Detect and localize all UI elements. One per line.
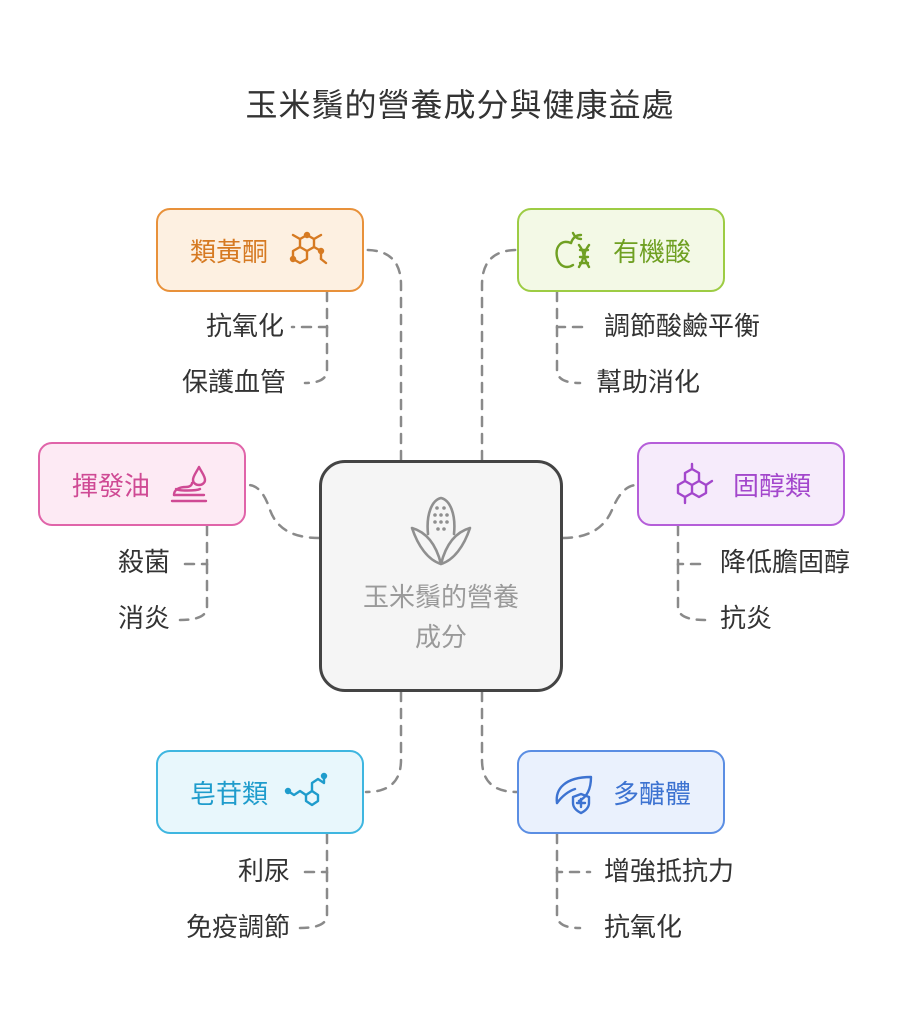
chain-molecule-icon bbox=[284, 772, 328, 807]
connector-organic-acids bbox=[480, 248, 519, 462]
leaf-organic-2: 幫助消化 bbox=[596, 368, 701, 398]
connector-volatile-oil bbox=[246, 483, 321, 540]
center-label: 玉米鬚的營養成分 bbox=[362, 583, 519, 653]
node-sterols: 固醇類 bbox=[637, 442, 845, 526]
node-sterols-label: 固醇類 bbox=[732, 471, 811, 502]
leaf-flavonoids-2: 保護血管 bbox=[181, 368, 286, 398]
node-saponins-label: 皂苷類 bbox=[189, 779, 268, 810]
leaf-shield-icon bbox=[555, 775, 593, 815]
node-flavonoids: 類黃酮 bbox=[156, 208, 364, 292]
leaf-poly-1: 增強抵抗力 bbox=[604, 857, 735, 887]
leaf-connector-saponins-2 bbox=[298, 870, 329, 930]
apple-dna-icon bbox=[555, 231, 591, 269]
leaf-connector-organic-2 bbox=[555, 325, 582, 385]
connector-polysaccharides bbox=[480, 690, 519, 794]
center-node: 玉米鬚的營養成分 bbox=[319, 460, 563, 692]
connector-flavonoids bbox=[364, 248, 403, 462]
oil-drop-icon bbox=[170, 465, 208, 503]
diagram-title: 玉米鬚的營養成分與健康益處 bbox=[245, 86, 675, 124]
leaf-connector-sterols-1 bbox=[676, 524, 710, 566]
leaf-connector-poly-2 bbox=[555, 870, 582, 930]
leaf-poly-2: 抗氧化 bbox=[604, 913, 683, 943]
molecule-icon bbox=[289, 231, 328, 265]
connector-saponins bbox=[364, 690, 403, 794]
node-volatile-oil-label: 揮發油 bbox=[71, 471, 150, 502]
node-flavonoids-label: 類黃酮 bbox=[189, 237, 268, 268]
leaf-organic-1: 調節酸鹼平衡 bbox=[604, 312, 761, 342]
leaf-connector-oil-2 bbox=[178, 562, 209, 622]
leaf-sterols-2: 抗炎 bbox=[720, 604, 773, 634]
connector-sterols bbox=[561, 483, 639, 540]
leaf-connector-flavonoids-1 bbox=[290, 290, 329, 329]
node-organic-acids-label: 有機酸 bbox=[612, 237, 691, 268]
leaf-connector-oil-1 bbox=[178, 524, 209, 566]
leaf-saponins-1: 利尿 bbox=[237, 857, 290, 887]
leaf-oil-1: 殺菌 bbox=[117, 548, 170, 578]
leaf-connector-organic-1 bbox=[555, 290, 592, 329]
leaf-connector-saponins-1 bbox=[298, 832, 329, 874]
leaf-connector-poly-1 bbox=[555, 832, 592, 874]
node-organic-acids: 有機酸 bbox=[517, 208, 725, 292]
leaf-flavonoids-1: 抗氧化 bbox=[205, 312, 284, 342]
steroid-ring-icon bbox=[676, 462, 714, 505]
node-polysaccharides-label: 多醣體 bbox=[612, 779, 691, 810]
leaf-connector-sterols-2 bbox=[676, 562, 707, 622]
leaf-oil-2: 消炎 bbox=[117, 604, 170, 634]
node-polysaccharides: 多醣體 bbox=[517, 750, 725, 834]
node-volatile-oil: 揮發油 bbox=[38, 442, 246, 526]
leaf-connector-flavonoids-2 bbox=[303, 325, 329, 385]
leaf-sterols-1: 降低膽固醇 bbox=[720, 548, 851, 578]
node-saponins: 皂苷類 bbox=[156, 750, 364, 834]
corn-icon bbox=[410, 496, 472, 566]
leaf-saponins-2: 免疫調節 bbox=[185, 913, 290, 943]
